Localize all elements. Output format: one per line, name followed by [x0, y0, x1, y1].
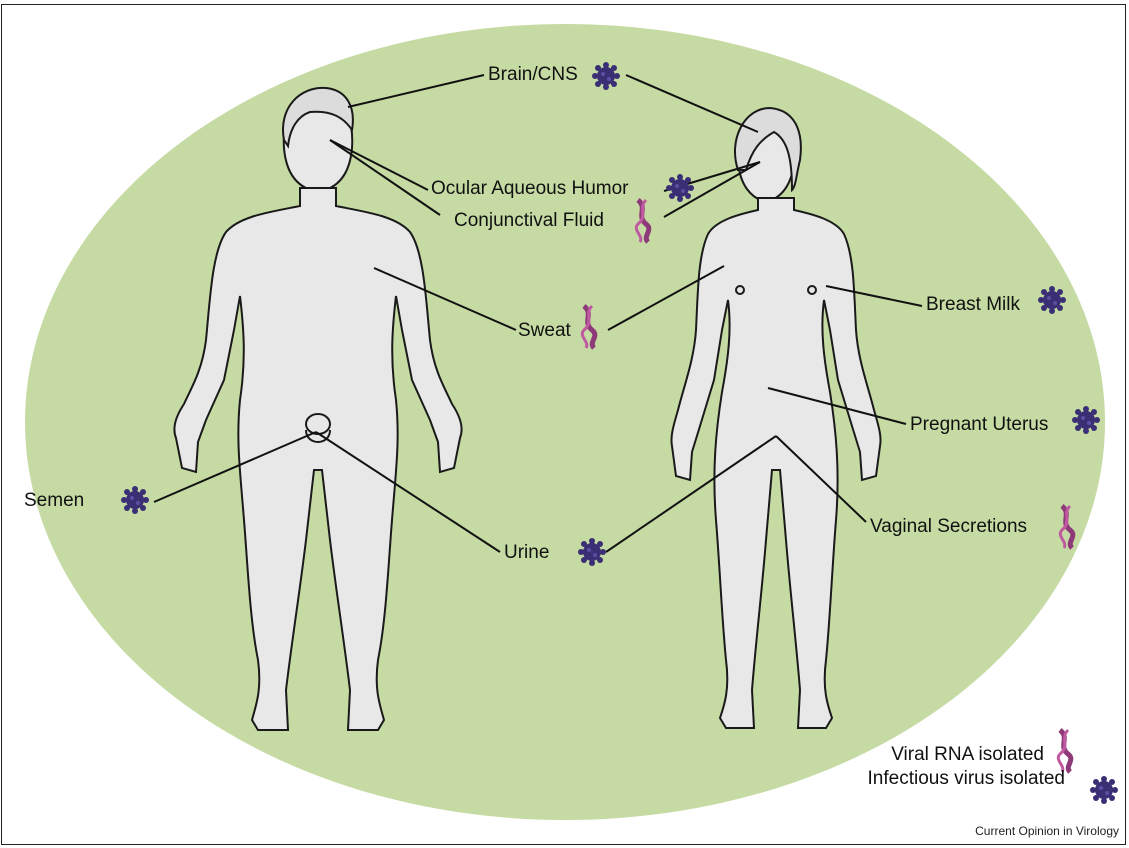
label-conjunctival-fluid: Conjunctival Fluid — [454, 210, 604, 232]
label-pregnant-uterus: Pregnant Uterus — [910, 414, 1048, 436]
virus-particle-icon — [666, 174, 694, 202]
legend-viral-rna-label: Viral RNA isolated — [891, 744, 1044, 766]
rna-helix-icon — [1058, 730, 1071, 772]
label-vaginal-secretions: Vaginal Secretions — [870, 516, 1027, 538]
label-semen: Semen — [24, 490, 84, 512]
virus-particle-icon — [1090, 776, 1118, 804]
virus-particle-icon — [1038, 286, 1066, 314]
label-ocular-aqueous-humor: Ocular Aqueous Humor — [431, 178, 629, 200]
label-urine: Urine — [504, 542, 549, 564]
label-brain-cns: Brain/CNS — [488, 64, 578, 86]
virus-particle-icon — [592, 62, 620, 90]
virus-particle-icon — [1072, 406, 1100, 434]
label-sweat: Sweat — [518, 320, 571, 342]
virus-particle-icon — [578, 538, 606, 566]
credit-line: Current Opinion in Virology — [975, 824, 1119, 838]
virus-particle-icon — [121, 486, 149, 514]
legend-infectious-virus-label: Infectious virus isolated — [868, 768, 1066, 790]
label-breast-milk: Breast Milk — [926, 294, 1020, 316]
